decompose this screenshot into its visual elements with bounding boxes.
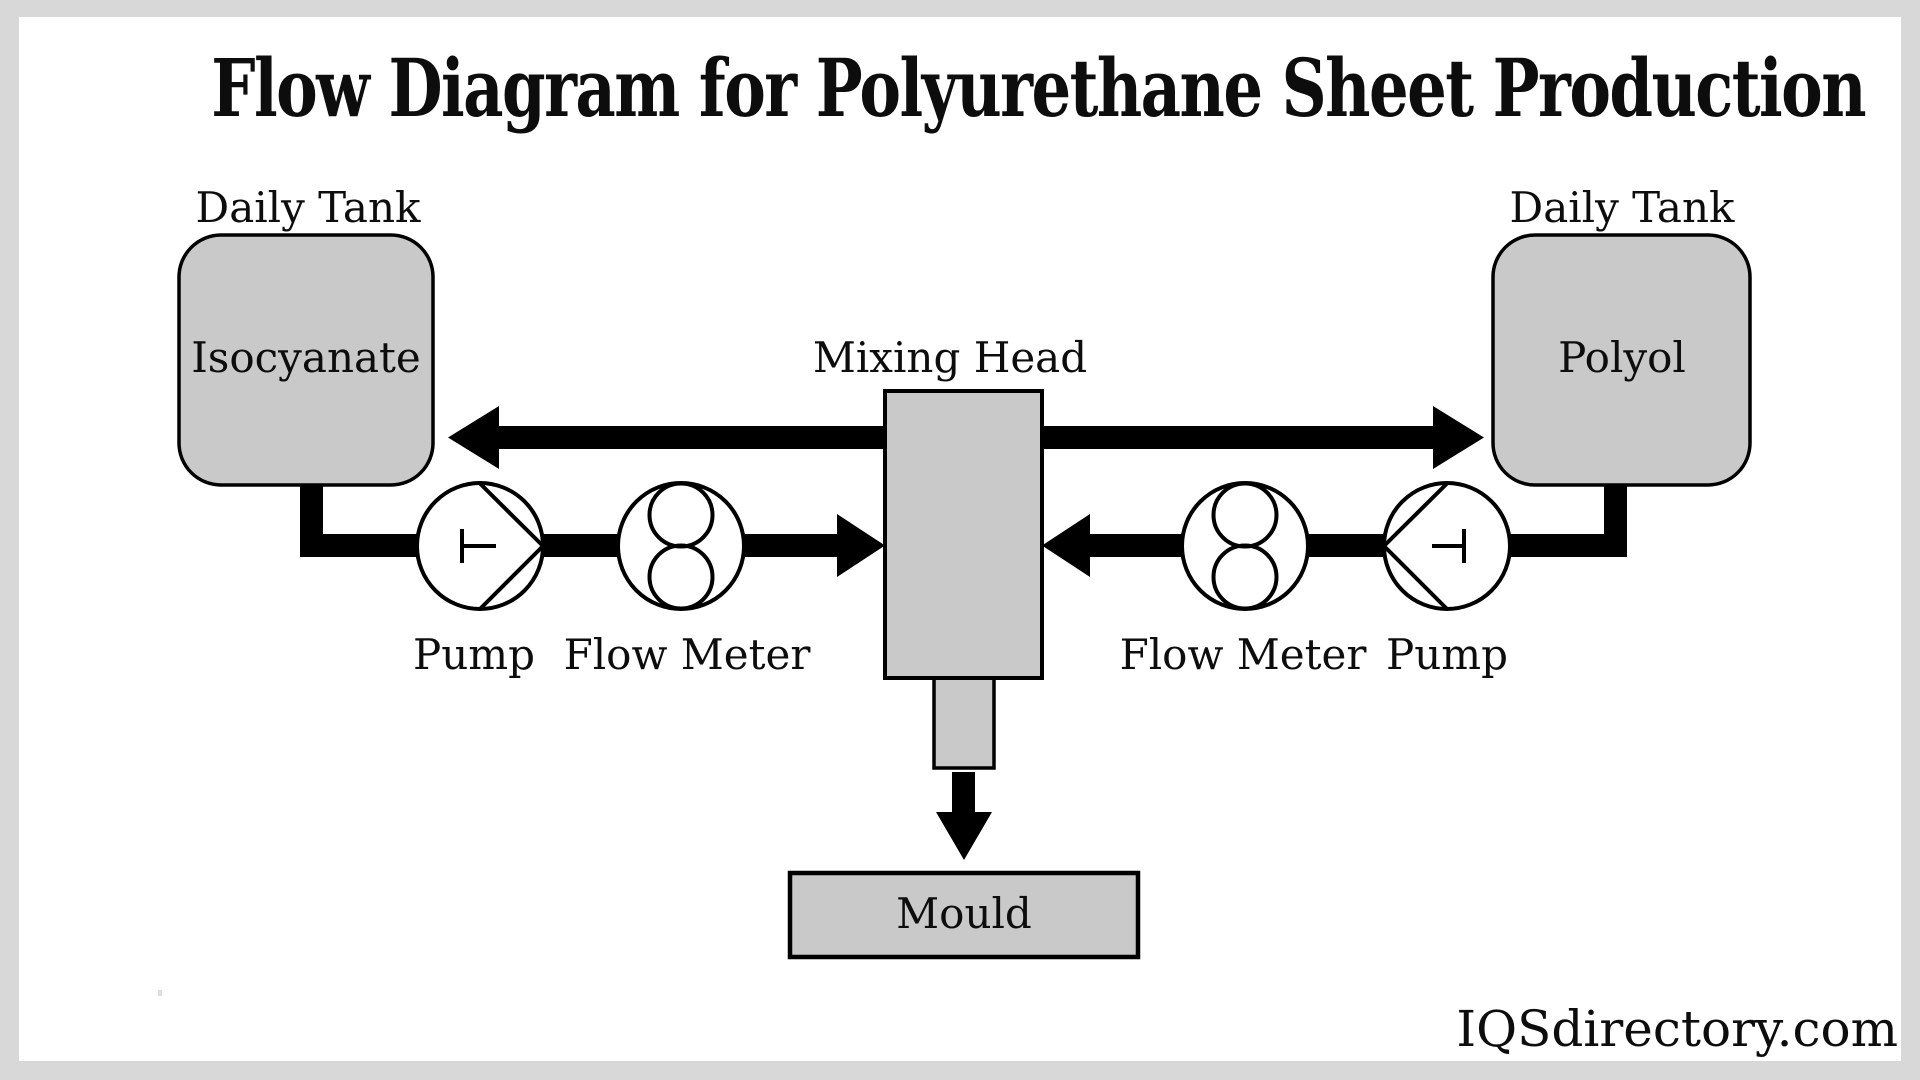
right-pump: Pump [1381, 481, 1512, 679]
mould: Mould [787, 870, 1141, 960]
scan-artifact-dot [158, 990, 162, 996]
left-flow-meter: Flow Meter [564, 481, 812, 679]
left-return-arrowhead-icon [448, 406, 499, 469]
pour-arrowhead-icon [936, 812, 992, 860]
watermark: IQSdirectory.com [1456, 1000, 1898, 1058]
mixing-head-caption: Mixing Head [813, 333, 1087, 382]
left-tank-caption: Daily Tank [196, 183, 422, 232]
right-flow-meter: Flow Meter [1120, 481, 1368, 679]
left-feed-arrowhead-icon [837, 514, 885, 577]
right-feed-pipe [1090, 534, 1627, 557]
mixing-head-shape [883, 389, 1044, 680]
right-tank-shape [1491, 233, 1752, 487]
left-return-pipe [492, 426, 885, 449]
right-return-pipe [1042, 426, 1439, 449]
left-feed-pipe [300, 534, 845, 557]
mixing-head-nozzle-shape [932, 674, 996, 770]
mould-shape [787, 870, 1141, 960]
mould-label: Mould [896, 889, 1032, 938]
right-pump-label: Pump [1386, 630, 1508, 679]
left-pump-label: Pump [413, 630, 535, 679]
left-flow-meter-gear-bottom-icon [647, 543, 715, 611]
right-daily-tank: Daily Tank Polyol [1491, 183, 1752, 487]
mixing-head: Mixing Head [813, 333, 1087, 770]
left-tank-label: Isocyanate [191, 333, 421, 382]
right-flow-meter-gear-bottom-icon [1211, 543, 1279, 611]
right-tank-label: Polyol [1558, 333, 1686, 382]
right-feed-arrowhead-icon [1042, 514, 1090, 577]
right-tank-caption: Daily Tank [1510, 183, 1736, 232]
right-flow-meter-label: Flow Meter [1120, 630, 1368, 679]
left-tank-shape [177, 233, 435, 487]
page-title: Flow Diagram for Polyurethane Sheet Prod… [211, 41, 1866, 135]
right-return-arrowhead-icon [1433, 406, 1484, 469]
pour-arrow-shaft [952, 772, 975, 820]
right-pump-chevron-icon [1381, 482, 1449, 610]
left-daily-tank: Daily Tank Isocyanate [177, 183, 435, 487]
left-pump: Pump [413, 481, 546, 679]
left-pump-chevron-icon [478, 482, 546, 610]
left-flow-meter-label: Flow Meter [564, 630, 812, 679]
